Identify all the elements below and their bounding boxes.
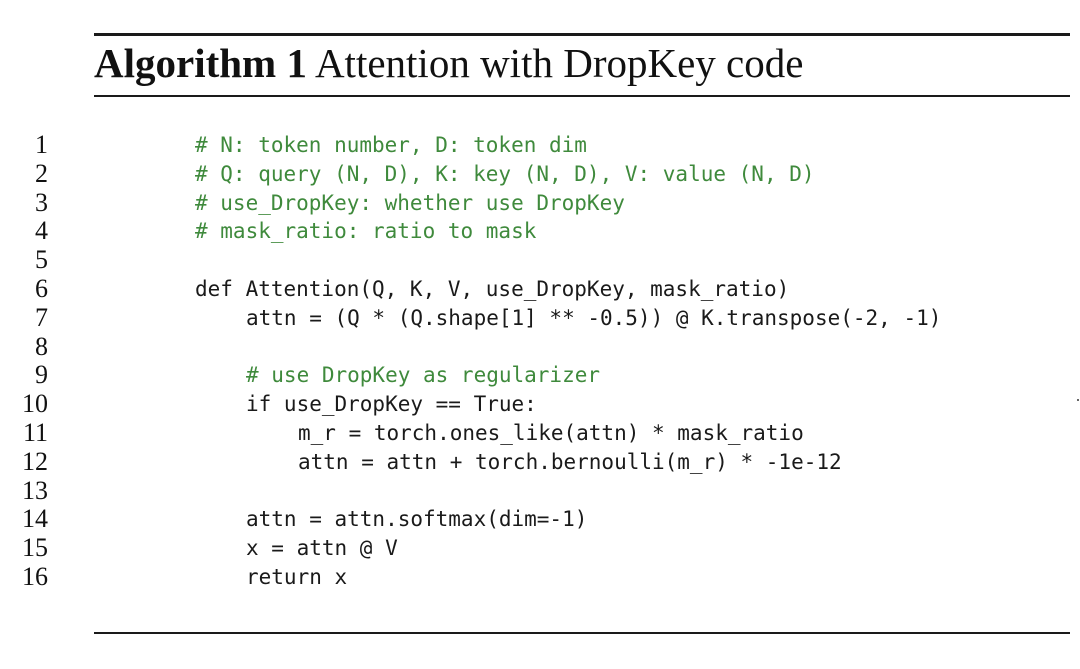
- code-line: 4 # mask_ratio: ratio to mask: [0, 217, 1080, 246]
- code-text: m_r = torch.ones_like(attn) * mask_ratio: [298, 420, 804, 445]
- code-comment: # Q: query (N, D), K: key (N, D), V: val…: [195, 161, 815, 186]
- code-line: 3 # use_DropKey: whether use DropKey: [0, 187, 1080, 218]
- code-comment: # use DropKey as regularizer: [246, 363, 601, 388]
- line-number: 15: [22, 533, 48, 563]
- code-comment: # N: token number, D: token dim: [195, 133, 587, 157]
- code-line: 2 # Q: query (N, D), K: key (N, D), V: v…: [0, 158, 1080, 189]
- code-line: 11 m_r = torch.ones_like(attn) * mask_ra…: [0, 417, 1080, 448]
- line-number: 16: [22, 561, 48, 591]
- code-text: if use_DropKey == True:: [246, 392, 537, 417]
- code-text: return x: [246, 564, 348, 589]
- code-text: def Attention(Q, K, V, use_DropKey, mask…: [195, 276, 790, 301]
- code-comment: # use_DropKey: whether use DropKey: [195, 190, 625, 215]
- code-line: 16 return x: [0, 561, 1080, 592]
- line-number: 10: [22, 389, 48, 419]
- code-line: 5: [0, 245, 1080, 275]
- code-text: x = attn @ V: [246, 536, 398, 561]
- line-number: 2: [35, 158, 48, 188]
- line-number: 9: [35, 360, 48, 390]
- code-comment: # mask_ratio: ratio to mask: [195, 219, 537, 244]
- code-line: 10 if use_DropKey == True:: [0, 389, 1080, 419]
- line-number: 13: [22, 475, 48, 505]
- line-number: 7: [35, 302, 48, 332]
- code-text: attn = (Q * (Q.shape[1] ** -0.5)) @ K.tr…: [246, 305, 942, 330]
- code-text: attn = attn + torch.bernoulli(m_r) * -1e…: [298, 449, 842, 474]
- code-line: 1 # N: token number, D: token dim: [0, 130, 1080, 160]
- algorithm-caption: Algorithm 1 Attention with DropKey code: [94, 38, 803, 88]
- caption-rule: [94, 95, 1070, 97]
- code-listing: 1 # N: token number, D: token dim 2 # Q:…: [0, 130, 1080, 592]
- code-line: 7 attn = (Q * (Q.shape[1] ** -0.5)) @ K.…: [0, 302, 1080, 333]
- code-line: 13: [0, 475, 1080, 506]
- algorithm-label: Algorithm 1: [94, 40, 307, 86]
- code-line: 12 attn = attn + torch.bernoulli(m_r) * …: [0, 446, 1080, 477]
- line-number: 3: [35, 187, 48, 217]
- line-number: 6: [35, 273, 48, 303]
- line-number: 14: [22, 504, 48, 534]
- code-text: attn = attn.softmax(dim=-1): [246, 507, 588, 532]
- line-number: 1: [35, 130, 48, 159]
- code-line: 15 x = attn @ V: [0, 533, 1080, 563]
- top-rule: [94, 33, 1070, 36]
- code-line: 9 # use DropKey as regularizer: [0, 361, 1080, 390]
- line-number: 4: [35, 216, 48, 246]
- code-line: 6 def Attention(Q, K, V, use_DropKey, ma…: [0, 273, 1080, 304]
- code-line: 8: [0, 331, 1080, 362]
- scan-dot: [1077, 399, 1079, 401]
- algorithm-title: Attention with DropKey code: [314, 40, 804, 86]
- line-number: 11: [22, 417, 48, 447]
- code-line: 14 attn = attn.softmax(dim=-1): [0, 505, 1080, 534]
- line-number: 12: [22, 446, 48, 476]
- line-number: 5: [35, 245, 48, 275]
- bottom-rule: [94, 632, 1070, 634]
- line-number: 8: [35, 331, 48, 361]
